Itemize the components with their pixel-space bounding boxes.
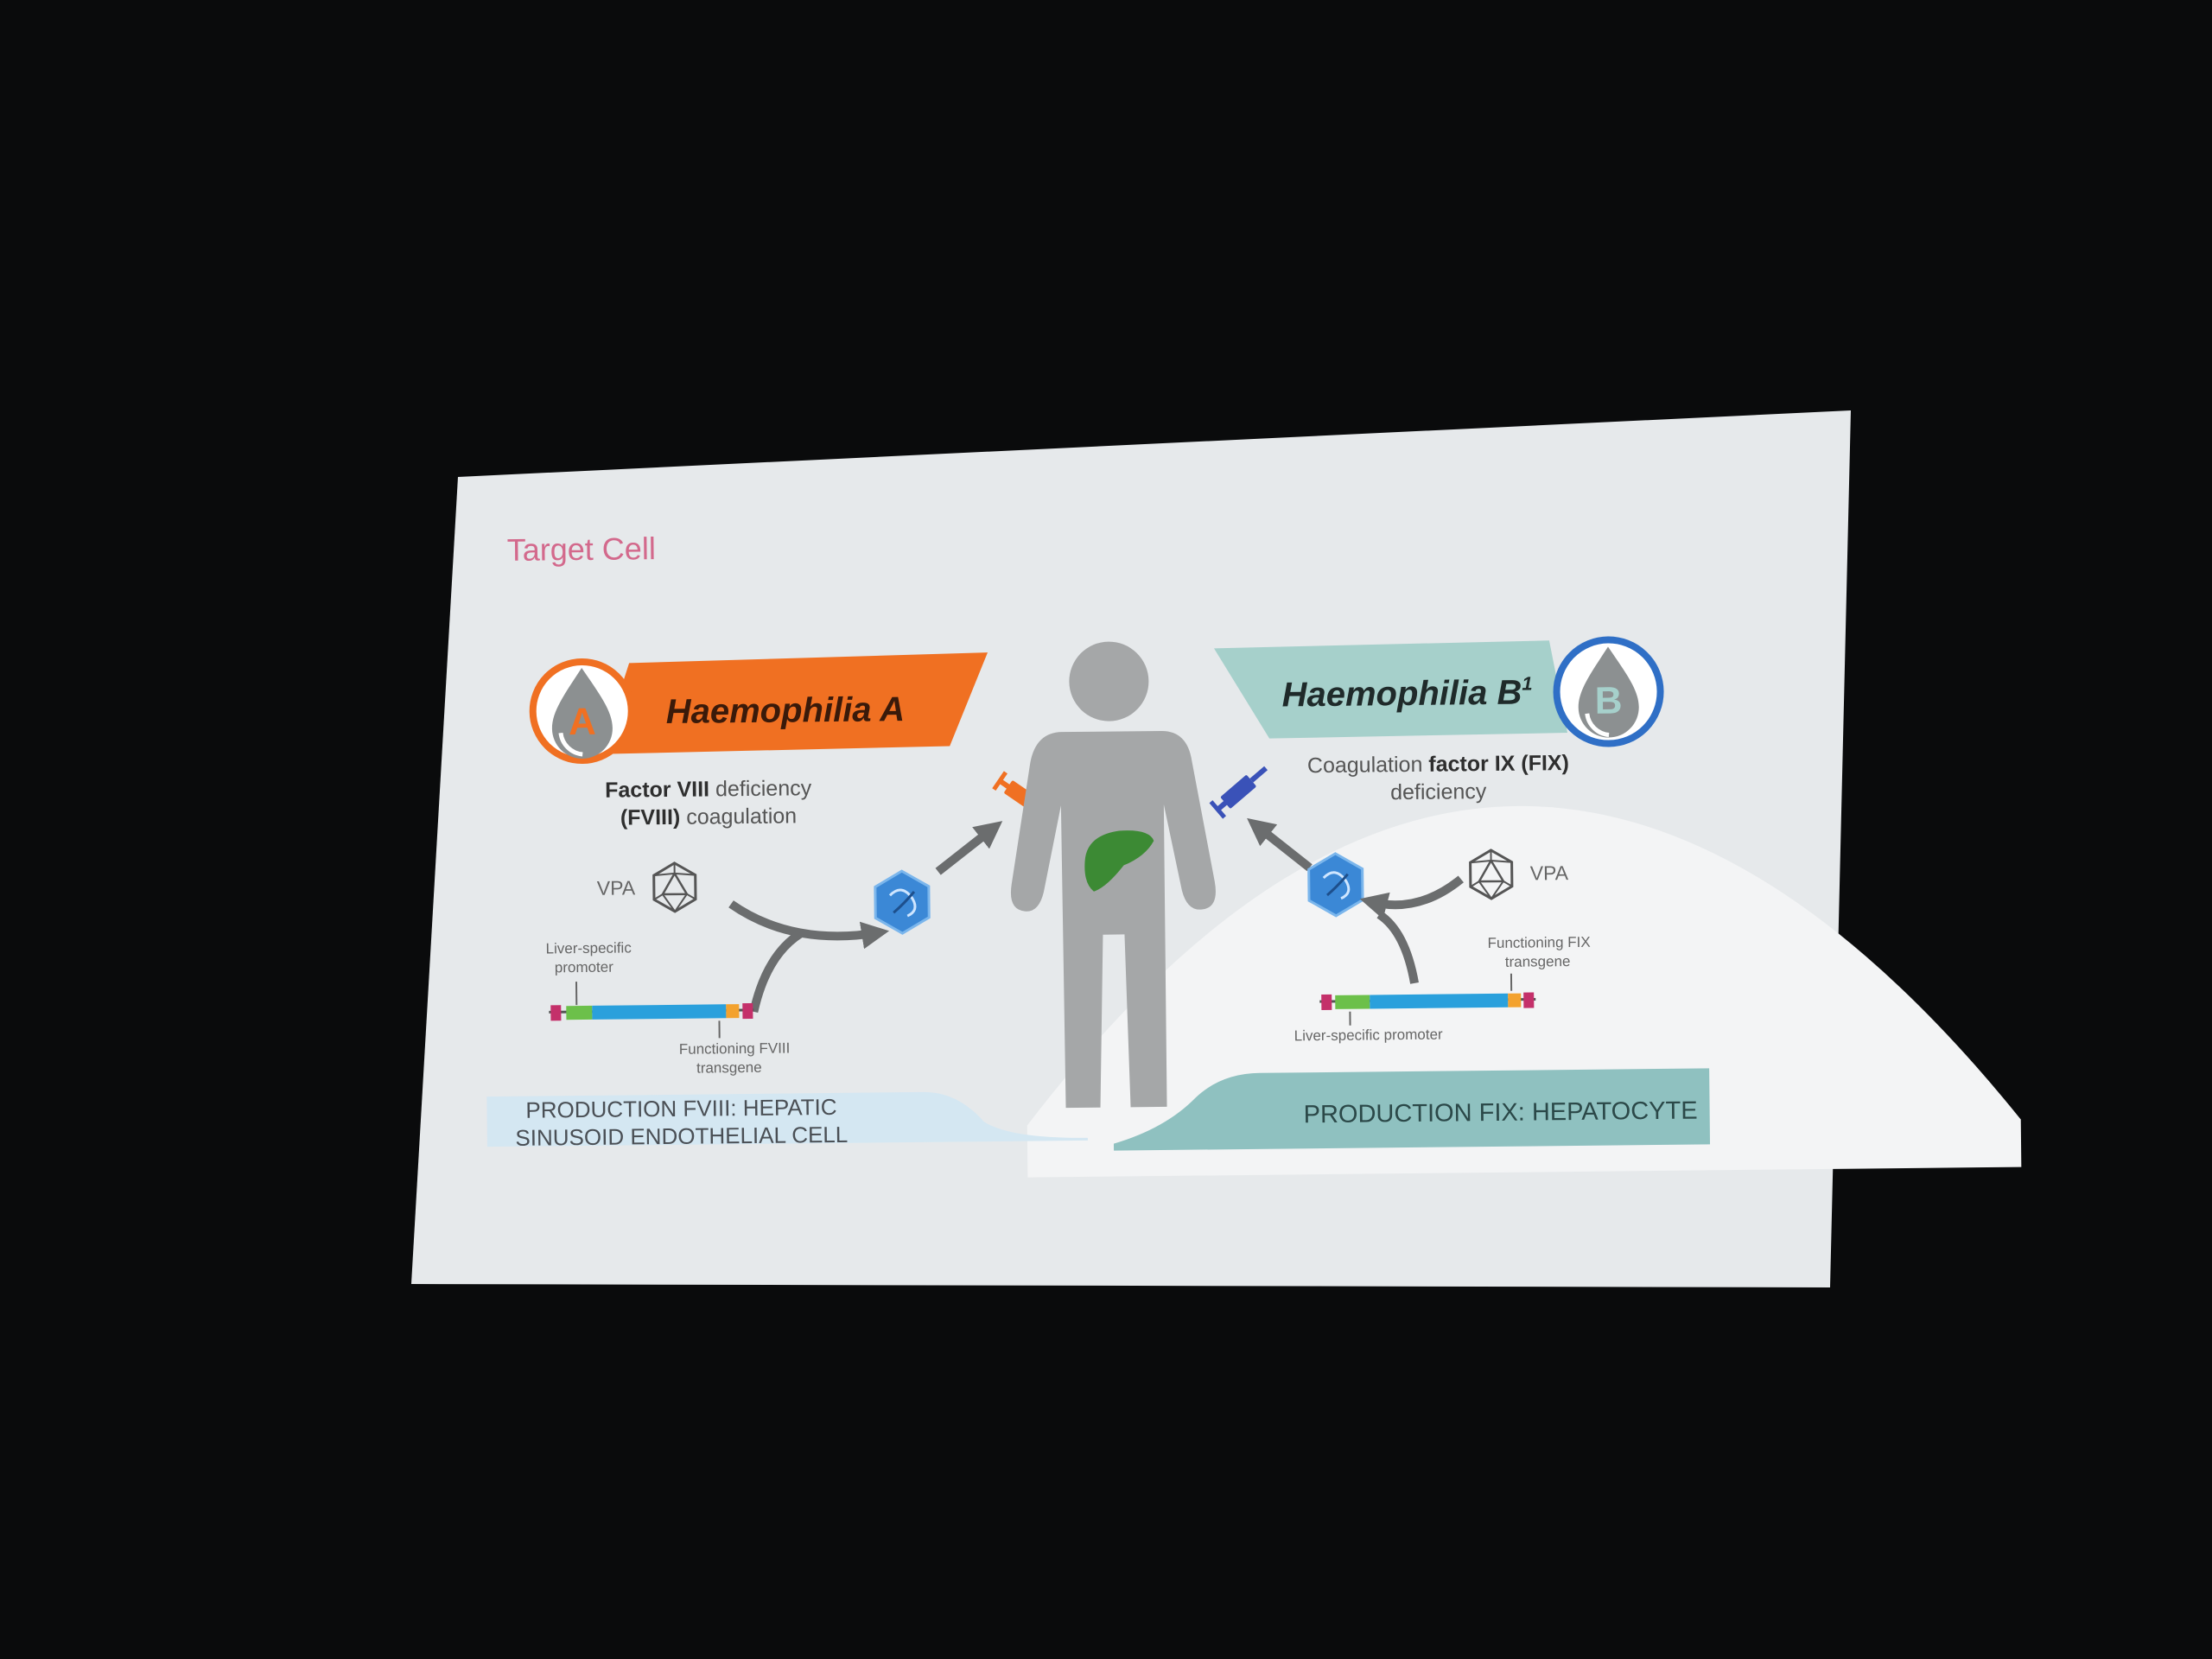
factor-ix-desc-line1: Coagulation factor IX (FIX) — [1307, 751, 1569, 778]
haemophilia-b-heading: Haemophilia B1 — [1281, 672, 1533, 714]
right-curve-arrow-upper — [1359, 875, 1464, 919]
right-arrow-to-syringe — [1247, 817, 1313, 872]
haemophilia-a-heading: Haemophilia A — [665, 690, 905, 731]
vpa-label-right: VPA — [1530, 861, 1569, 884]
production-fviii-line2: SINUSOID ENDOTHELIAL CELL — [515, 1122, 848, 1151]
left-curve-arrow-lower — [749, 930, 804, 1014]
transgene-label-left-2: transgene — [696, 1059, 762, 1077]
haemophilia-a-banner — [600, 652, 988, 754]
slide-content: Target Cell A Haemophilia A Factor VIII … — [486, 531, 2022, 1178]
transgene-label-right-1: Functioning FIX — [1487, 934, 1590, 951]
blood-drop-a-icon — [551, 667, 613, 759]
production-fix-label: PRODUCTION FIX: HEPATOCYTE — [1303, 1096, 1697, 1128]
haemophilia-b-badge: B — [1553, 636, 1664, 747]
production-fviii-box — [486, 1091, 1088, 1147]
liver-icon — [1084, 830, 1154, 892]
aav-vector-right-icon — [1307, 852, 1364, 918]
haemophilia-a-badge: A — [529, 658, 635, 764]
badge-letter-b: B — [1595, 679, 1623, 721]
slide-title: Target Cell — [507, 531, 656, 568]
right-curve-arrow-lower — [1376, 911, 1419, 984]
dna-cassette-left — [549, 1002, 754, 1021]
promoter-label-right: Liver-specific promoter — [1294, 1027, 1443, 1045]
vpa-capsid-left-icon — [652, 861, 697, 913]
badge-letter-a: A — [569, 701, 596, 743]
syringe-right-icon — [1209, 766, 1268, 819]
factor-viii-desc-line2: (FVIII) coagulation — [620, 804, 798, 830]
production-fviii-line1: PRODUCTION FVIII: HEPATIC — [525, 1094, 836, 1123]
transgene-label-right-2: transgene — [1505, 953, 1571, 970]
factor-ix-desc-line2: deficiency — [1390, 779, 1487, 804]
aav-vector-left-icon — [874, 869, 931, 935]
vpa-label-left: VPA — [597, 876, 636, 899]
haemophilia-b-banner — [1213, 640, 1568, 739]
blood-drop-b-icon — [1578, 646, 1639, 738]
left-arrow-to-syringe — [935, 821, 1003, 875]
promoter-label-left-1: Liver-specific — [545, 939, 632, 957]
transgene-label-left-1: Functioning FVIII — [679, 1039, 791, 1057]
dna-cassette-right — [1319, 992, 1536, 1011]
promoter-label-left-2: promoter — [555, 959, 614, 976]
production-fix-box — [1113, 1068, 1711, 1151]
human-silhouette-icon — [1011, 641, 1216, 1109]
factor-viii-desc-line1: Factor VIII deficiency — [605, 776, 812, 803]
vpa-capsid-right-icon — [1469, 849, 1514, 900]
